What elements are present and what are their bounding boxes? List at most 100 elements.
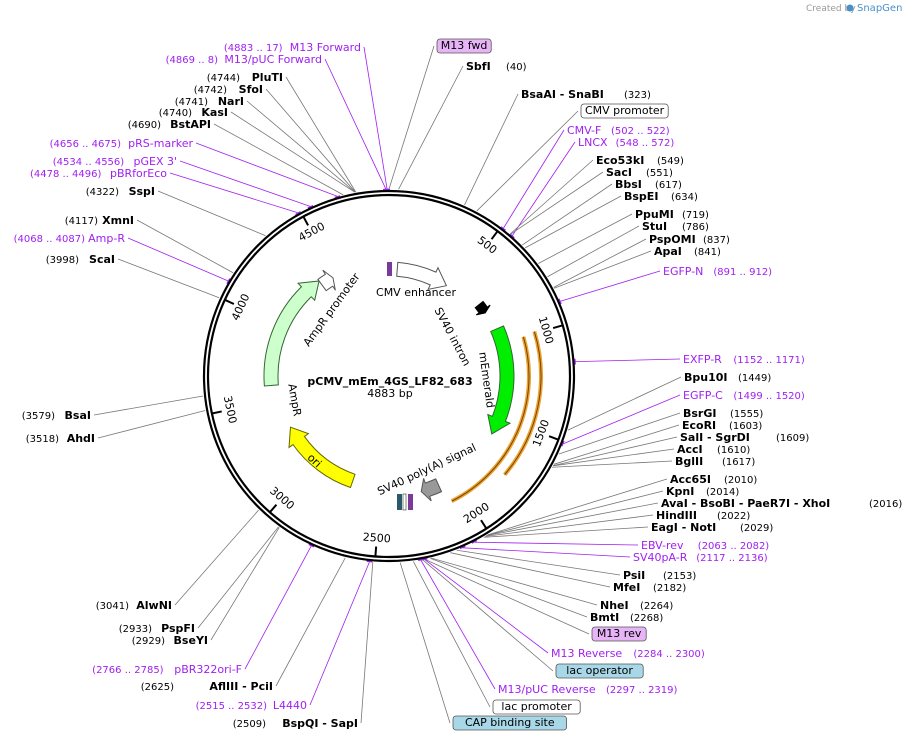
label-bglii[interactable]: BglII(1617) (675, 455, 755, 468)
label-ebv-rev[interactable]: EBV-rev(2063 .. 2082) (641, 539, 769, 552)
label-prs-marker[interactable]: pRS-marker(4656 .. 4675) (50, 137, 194, 150)
feature-memerald[interactable] (487, 325, 515, 435)
snapgene-logo-icon (846, 4, 854, 12)
label-bstapi[interactable]: BstAPI(4690) (128, 118, 211, 131)
site-position: (551) (646, 168, 673, 179)
label-bsrgi[interactable]: BsrGI(1555) (683, 407, 763, 420)
leader-line (450, 552, 611, 588)
label-sv40pa-r[interactable]: SV40pA-R(2117 .. 2136) (633, 551, 768, 564)
label-cmv-f[interactable]: CMV-F(502 .. 522) (567, 124, 670, 137)
label-l4440[interactable]: L4440(2515 .. 2532) (196, 699, 307, 712)
label-eagi-noti[interactable]: EagI - NotI(2029) (651, 521, 773, 534)
label-m13-puc-reverse[interactable]: M13/pUC Reverse(2297 .. 2319) (498, 683, 678, 696)
feature-ampr-promoter[interactable] (317, 269, 336, 292)
site-position: (4068 .. 4087) (14, 234, 86, 245)
label-eco53ki[interactable]: Eco53kI(549) (596, 154, 684, 167)
leader-line (424, 559, 549, 654)
leader-line (97, 410, 206, 439)
label-bsai[interactable]: BsaI(3579) (22, 409, 91, 422)
label-sspi[interactable]: SspI(4322) (86, 185, 155, 198)
label-apai[interactable]: ApaI(841) (654, 245, 721, 258)
feature-ori[interactable] (288, 426, 356, 489)
label-pbrforeco[interactable]: pBRforEco(4478 .. 4496) (30, 167, 167, 180)
primer-name: pBR322ori-F (174, 663, 242, 676)
label-m13-fwd[interactable]: M13 fwd (436, 38, 492, 54)
feature-cmv-enhancer[interactable] (396, 261, 448, 291)
label-exfp-r[interactable]: EXFP-R(1152 .. 1171) (683, 353, 805, 366)
leader-line (169, 172, 298, 214)
label-cap-binding-site[interactable]: CAP binding site (452, 715, 567, 731)
label-egfp-c[interactable]: EGFP-C(1499 .. 1520) (683, 389, 805, 402)
feature-sv40-poly-a-signal[interactable] (420, 478, 443, 502)
label-nari[interactable]: NarI(4741) (175, 95, 244, 108)
label-bspqi-sapi[interactable]: BspQI - SapI(2509) (233, 717, 358, 730)
leader-line (309, 561, 370, 706)
label-acc65i[interactable]: Acc65I(2010) (670, 473, 757, 486)
label-bbsi[interactable]: BbsI(617) (615, 178, 682, 191)
feature-sv40-intron[interactable] (474, 300, 491, 316)
primer-name: M13/pUC Reverse (498, 683, 596, 696)
label-acci[interactable]: AccI(1610) (677, 443, 750, 456)
leader-line (553, 250, 652, 289)
label-bspei[interactable]: BspEI(634) (624, 190, 698, 203)
label-scai[interactable]: ScaI(3998) (46, 253, 115, 266)
label-lncx[interactable]: LNCX(548 .. 572) (578, 136, 674, 149)
site-position: (3041) (96, 601, 129, 612)
label-bpu10i[interactable]: Bpu10I(1449) (684, 371, 771, 384)
label-sali-sgrdi[interactable]: SalI - SgrDI(1609) (680, 431, 809, 444)
label-bmti[interactable]: BmtI(2268) (590, 611, 663, 624)
label-bseyi[interactable]: BseYI(2929) (132, 634, 208, 647)
label-avai-bsobi-paer7i-xhoi[interactable]: AvaI - BsoBI - PaeR7I - XhoI(2016) (661, 497, 902, 510)
label-saci[interactable]: SacI(551) (606, 166, 673, 179)
label-ppumi[interactable]: PpuMI(719) (635, 208, 709, 221)
label-afliii-pcii[interactable]: AflIII - PciI(2625) (141, 680, 273, 693)
label-ahdi[interactable]: AhdI(3518) (26, 432, 95, 445)
enzyme-name: StuI (642, 220, 667, 233)
enzyme-name: Bpu10I (684, 371, 728, 384)
label-kpni[interactable]: KpnI(2014) (666, 485, 739, 498)
label-hindiii[interactable]: HindIII(2022) (656, 509, 750, 522)
feature-box (580, 103, 669, 119)
label-m13-rev[interactable]: M13 rev (591, 626, 647, 642)
label-psii[interactable]: PsiI (2153) (623, 569, 696, 582)
label-pluti[interactable]: PluTI(4744) (207, 71, 283, 84)
label-lac-operator[interactable]: lac operator (555, 663, 644, 679)
site-position: (786) (682, 222, 709, 233)
label-pspomi[interactable]: PspOMI(837) (649, 233, 730, 246)
label-amp-r[interactable]: Amp-R(4068 .. 4087) (14, 232, 126, 245)
site-position: (2029) (740, 523, 773, 534)
label-alwni[interactable]: AlwNI(3041) (96, 599, 172, 612)
label-pbr322ori-f[interactable]: pBR322ori-F(2766 .. 2785) (92, 663, 242, 676)
feature-ampr[interactable] (263, 280, 320, 387)
label-nhei[interactable]: NheI(2264) (600, 599, 673, 612)
label-stui[interactable]: StuI (786) (642, 220, 709, 233)
label-sbfi[interactable]: SbfI(40) (466, 60, 527, 73)
label-ecori[interactable]: EcoRI(1603) (682, 419, 762, 432)
label-xmni[interactable]: XmnI(4117) (65, 214, 134, 227)
label-mfei[interactable]: MfeI(2182) (613, 581, 686, 594)
label-m13-forward[interactable]: M13 Forward(4883 .. 17) (224, 41, 361, 54)
primer-name: CMV-F (567, 124, 601, 137)
leader-line (512, 141, 576, 236)
site-position: (841) (694, 247, 721, 258)
leader-line (563, 394, 681, 445)
label-cmv-promoter[interactable]: CMV promoter (580, 103, 669, 119)
plasmid-name: pCMV_mEm_4GS_LF82_683 (307, 375, 472, 388)
label-sfoi[interactable]: SfoI(4742) (194, 83, 263, 96)
primer-name: M13 Forward (290, 41, 361, 54)
label-kasi[interactable]: KasI(4740) (159, 106, 228, 119)
feature-overlays (387, 262, 543, 511)
label-pgex-3[interactable]: pGEX 3'(4534 .. 4556) (53, 155, 177, 168)
credit-brand[interactable]: SnapGene (857, 3, 903, 14)
label-pspfi[interactable]: PspFI(2933) (119, 622, 195, 635)
enzyme-name: PsiI (623, 569, 645, 582)
label-egfp-n[interactable]: EGFP-N(891 .. 912) (663, 265, 772, 278)
site-position: (2153) (663, 571, 696, 582)
leader-line (485, 514, 654, 537)
label-m13-reverse[interactable]: M13 Reverse(2284 .. 2300) (551, 647, 705, 660)
label-lac-promoter[interactable]: lac promoter (492, 699, 581, 715)
label-m13-puc-forward[interactable]: M13/pUC Forward(4869 .. 8) (166, 53, 322, 66)
label-bsaai-snabi[interactable]: BsaAI - SnaBI(323) (521, 88, 651, 101)
leader-line (510, 171, 604, 235)
credit-prefix: Created by (806, 4, 856, 14)
